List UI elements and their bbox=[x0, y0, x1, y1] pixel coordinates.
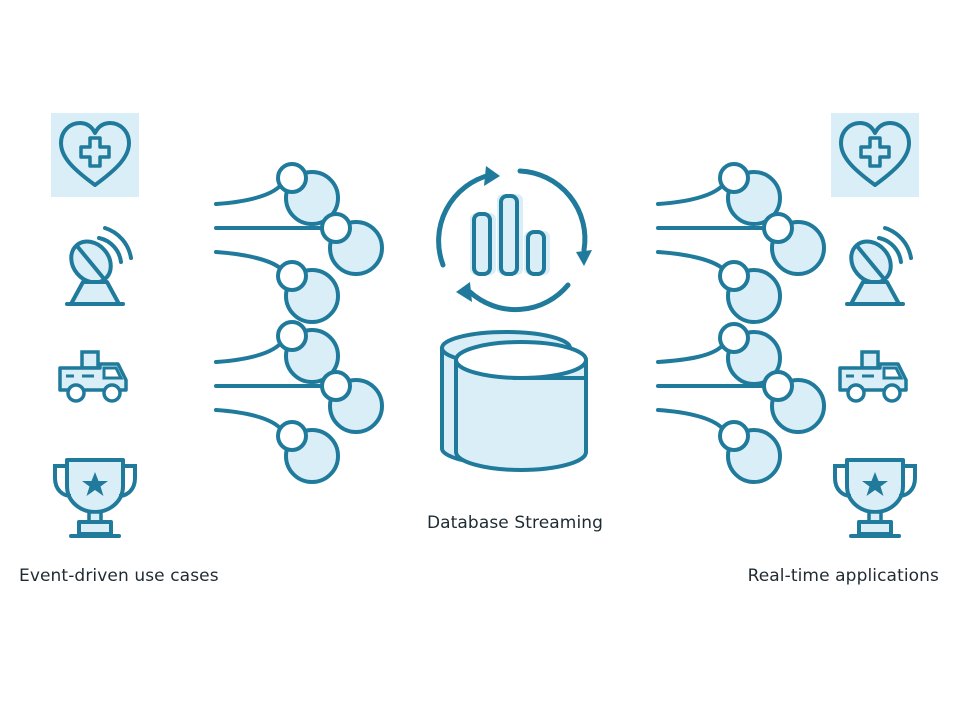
connector-node bbox=[320, 212, 384, 276]
connector-line bbox=[214, 184, 282, 206]
connector-line bbox=[214, 250, 282, 270]
connector-line bbox=[214, 342, 282, 364]
database-cylinder-icon bbox=[440, 330, 588, 472]
connector-line bbox=[656, 250, 724, 270]
connector-line bbox=[656, 344, 724, 364]
right-connector-group bbox=[656, 162, 826, 484]
delivery-truck-icon bbox=[838, 350, 908, 403]
connector-line bbox=[656, 184, 724, 206]
connector-node bbox=[276, 260, 340, 324]
refresh-arrows-icon bbox=[436, 166, 592, 313]
connector-node bbox=[320, 370, 384, 434]
heart-plus-icon bbox=[49, 111, 141, 199]
center-label: Database Streaming bbox=[426, 513, 604, 533]
connector-node bbox=[276, 420, 340, 484]
delivery-truck-icon bbox=[58, 350, 128, 403]
right-label: Real-time applications bbox=[747, 566, 939, 586]
satellite-dish-icon bbox=[61, 226, 133, 306]
left-label: Event-driven use cases bbox=[19, 566, 219, 586]
connector-line bbox=[214, 408, 282, 430]
connector-node bbox=[762, 370, 826, 434]
connector-line bbox=[656, 408, 724, 430]
connector-node bbox=[718, 420, 782, 484]
left-connector-group bbox=[214, 162, 384, 484]
left-icon-column bbox=[49, 111, 141, 538]
heart-plus-icon bbox=[829, 111, 921, 199]
connector-node bbox=[718, 260, 782, 324]
satellite-dish-icon bbox=[841, 226, 913, 306]
bar-chart-icon bbox=[470, 194, 550, 276]
connector-node bbox=[762, 212, 826, 276]
right-icon-column bbox=[829, 111, 921, 538]
center-stream-icon bbox=[436, 166, 592, 313]
